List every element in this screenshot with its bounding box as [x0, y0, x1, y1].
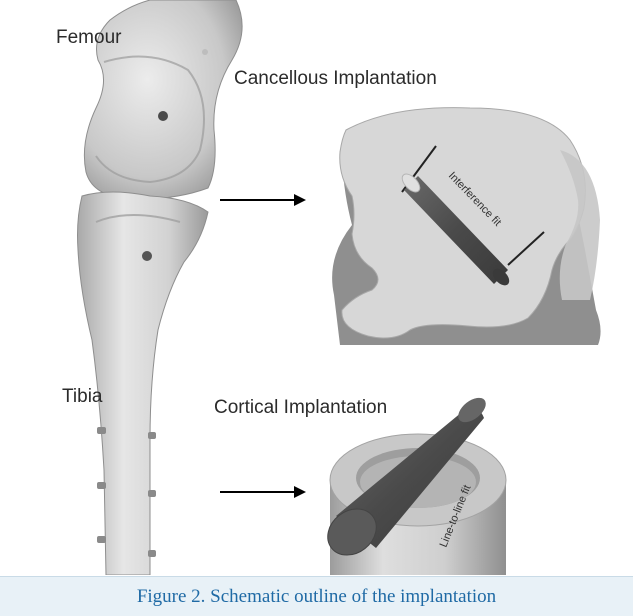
tibia-bone: [78, 192, 209, 575]
tibia-label: Tibia: [62, 386, 102, 408]
femur-label: Femour: [56, 27, 121, 49]
arrow-to-cancellous: [220, 194, 306, 206]
cancellous-implantation-label: Cancellous Implantation: [234, 68, 437, 90]
figure-canvas: Interference fit Line-to-line fit Femour…: [0, 0, 633, 575]
tibia-marker-dot: [142, 251, 152, 261]
cortical-cylinder: Line-to-line fit: [319, 393, 506, 575]
figure-caption: Figure 2. Schematic outline of the impla…: [137, 586, 496, 608]
cortical-implantation-label: Cortical Implantation: [214, 397, 387, 419]
cancellous-block: Interference fit: [332, 108, 600, 345]
femur-marker-dot: [158, 111, 168, 121]
figure-caption-bar: Figure 2. Schematic outline of the impla…: [0, 576, 633, 616]
arrow-to-cortical: [220, 486, 306, 498]
